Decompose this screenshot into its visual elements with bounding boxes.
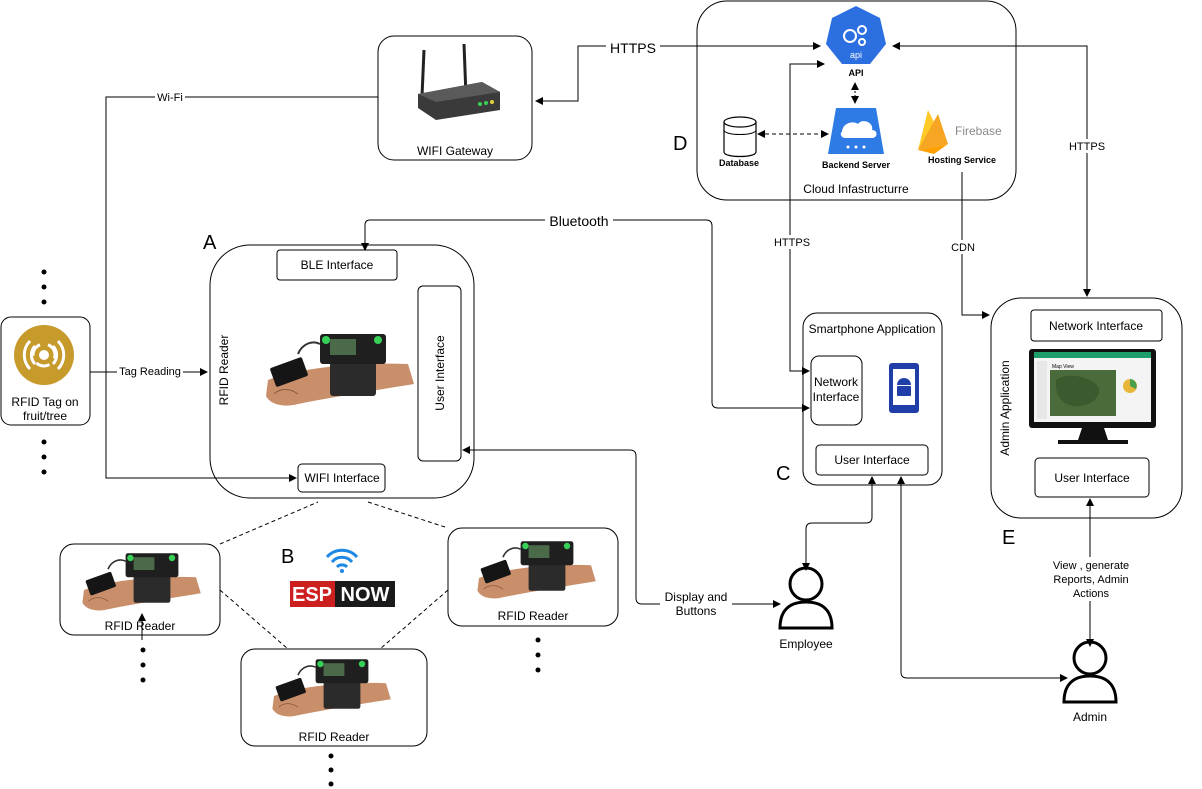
network-interface-phone-line1: Network [814, 375, 859, 389]
rfid-reader-vertical-label: RFID Reader [217, 335, 231, 406]
smartphone-app-label: Smartphone Application [809, 322, 936, 336]
network-interface-admin-label: Network Interface [1049, 319, 1143, 333]
rfid-tag-label-line2: fruit/tree [23, 409, 67, 423]
user-interface-phone-label: User Interface [834, 453, 910, 467]
monitor-map-view-label: Map View [1052, 364, 1074, 370]
reader3-dots [328, 753, 334, 787]
section-label-d: D [673, 133, 687, 155]
network-interface-admin-box [1030, 309, 1163, 342]
display-buttons-label-line1: Display and [665, 590, 728, 604]
tag-dots-top [41, 269, 47, 305]
https-right-label: HTTPS [1069, 141, 1105, 153]
https-top-label: HTTPS [610, 40, 656, 56]
cdn-label: CDN [951, 242, 975, 254]
cdn-connector [961, 172, 990, 319]
admin-phone-connector [897, 476, 1068, 682]
android-phone-icon [889, 363, 919, 413]
mesh-line-3 [219, 589, 289, 650]
database-icon [723, 116, 757, 158]
mesh-line-1 [219, 501, 319, 545]
admin-actions-line1: View , generate [1053, 560, 1129, 572]
wifi-interface-box [297, 463, 386, 493]
https-api-admin-connector [892, 42, 1091, 297]
firebase-icon [918, 110, 948, 154]
wifi-connector [105, 96, 378, 482]
api-icon [826, 6, 886, 64]
bluetooth-label: Bluetooth [549, 213, 608, 229]
firebase-label: Firebase [955, 124, 1002, 138]
section-label-a: A [203, 232, 217, 254]
admin-actions-line3: Actions [1073, 588, 1110, 600]
now-text: NOW [341, 584, 390, 606]
wifi-router-icon [418, 43, 500, 120]
mesh-line-4 [379, 589, 449, 650]
section-label-c: C [776, 463, 790, 485]
https-mid-label: HTTPS [774, 237, 810, 249]
admin-monitor-icon [1029, 349, 1156, 444]
api-label: API [848, 68, 863, 78]
employee-label: Employee [779, 637, 833, 651]
wifi-interface-label: WIFI Interface [304, 471, 380, 485]
display-buttons-connector [462, 446, 781, 608]
ble-interface-label: BLE Interface [301, 258, 374, 272]
admin-application-label: Admin Application [998, 360, 1012, 455]
employee-phone-connector [802, 476, 876, 571]
reader1-dots [140, 647, 146, 683]
admin-person-icon [1062, 640, 1118, 704]
employee-person-icon [778, 566, 834, 630]
wifi-gateway-label: WIFI Gateway [417, 144, 493, 158]
admin-actions-line2: Reports, Admin [1053, 574, 1128, 586]
tag-reading-label: Tag Reading [119, 366, 181, 378]
rfid-tag-icon [14, 325, 74, 385]
section-label-e: E [1002, 527, 1015, 549]
rfid-reader-label-2: RFID Reader [498, 609, 569, 623]
wifi-edge-label: Wi-Fi [157, 92, 183, 104]
rfid-tag-label-line1: RFID Tag on [11, 395, 78, 409]
user-interface-phone-box [815, 444, 929, 476]
rfid-reader-label-1: RFID Reader [105, 619, 176, 633]
user-interface-reader-label: User Interface [433, 335, 447, 411]
mesh-line-2 [367, 501, 449, 529]
esp-now-logo [290, 581, 395, 607]
section-label-b: B [281, 546, 294, 568]
cloud-infra-label: Cloud Infastructurre [803, 182, 909, 196]
rfid-reader-label-3: RFID Reader [299, 730, 370, 744]
bluetooth-connector [361, 219, 810, 412]
admin-label: Admin [1073, 710, 1107, 724]
api-icon-text: api [850, 50, 862, 60]
esp-text: ESP [292, 584, 332, 606]
user-interface-admin-label: User Interface [1054, 471, 1130, 485]
backend-server-label: Backend Server [822, 160, 891, 170]
https-gateway-api-connector [535, 42, 821, 105]
espnow-wifi-icon [325, 548, 359, 573]
database-label: Database [719, 158, 759, 168]
backend-server-icon [828, 108, 884, 154]
tag-dots-bottom [41, 439, 47, 475]
hosting-service-label: Hosting Service [928, 155, 996, 165]
network-interface-phone-line2: Interface [813, 390, 860, 404]
display-buttons-label-line2: Buttons [676, 604, 717, 618]
reader2-dots [535, 637, 541, 673]
